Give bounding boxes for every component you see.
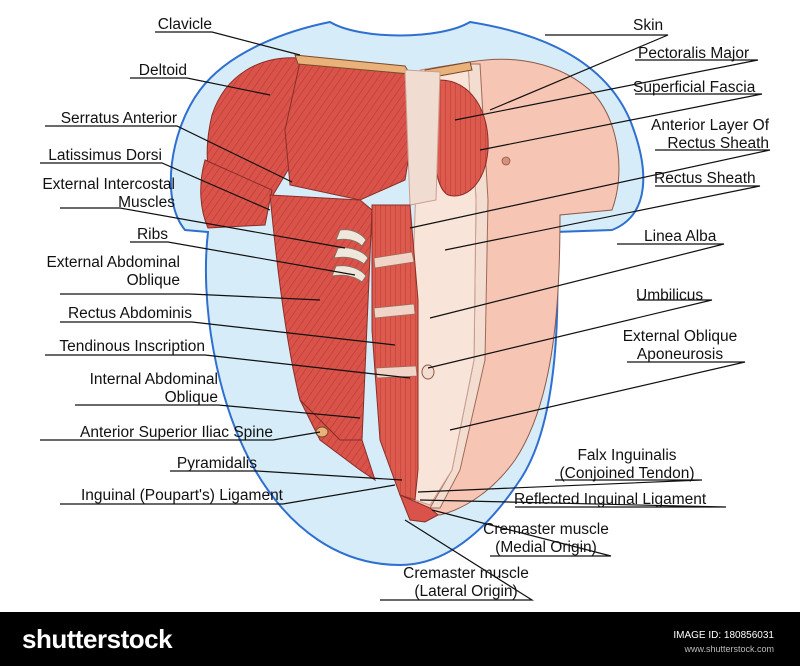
label-latissimus-dorsi: Latissimus Dorsi [48, 147, 162, 164]
rectus-abdominis-shape [371, 204, 419, 501]
label-external-intercostal: External Intercostal Muscles [42, 176, 175, 211]
image-site-text[interactable]: www.shutterstock.com [684, 644, 774, 654]
cremaster-shape [399, 494, 439, 523]
label-inguinal-ligament: Inguinal (Poupart's) Ligament [81, 487, 283, 504]
label-rectus-abdominis: Rectus Abdominis [67, 305, 192, 322]
label-anterior-layer-rectus-sheath: Anterior Layer Of Rectus Sheath [651, 117, 770, 152]
upper-arm-shape [200, 159, 273, 229]
brand-logo[interactable]: shutterstock [22, 624, 173, 654]
label-deltoid: Deltoid [138, 62, 187, 79]
label-internal-abdominal-oblique: Internal Abdominal Oblique [89, 371, 218, 406]
leader-lines [40, 31, 771, 601]
label-rectus-sheath: Rectus Sheath [654, 170, 756, 187]
tendinous-inscriptions [373, 251, 418, 379]
label-cremaster-lateral: Cremaster muscle (Lateral Origin) [403, 565, 529, 600]
sternum-shape [404, 69, 441, 206]
label-external-abdominal-oblique: External Abdominal Oblique [46, 254, 180, 289]
label-umbilicus: Umbilicus [636, 287, 704, 304]
anatomy-diagram: Clavicle Deltoid Serratus Anterior Latis… [40, 16, 771, 601]
label-anterior-superior-iliac-spine: Anterior Superior Iliac Spine [80, 424, 273, 441]
umbilicus-shape [421, 364, 435, 380]
label-linea-alba: Linea Alba [644, 228, 717, 245]
torso-illustration [40, 20, 771, 601]
label-pyramidalis: Pyramidalis [176, 455, 257, 472]
label-skin: Skin [633, 17, 664, 34]
label-tendinous-inscription: Tendinous Inscription [59, 338, 205, 355]
label-clavicle: Clavicle [157, 16, 212, 33]
label-ribs: Ribs [136, 226, 168, 243]
image-id-text: IMAGE ID: 180856031 [673, 630, 774, 641]
asis-shape [315, 426, 329, 438]
footer-bar: shutterstock IMAGE ID: 180856031 www.shu… [0, 612, 800, 666]
label-pectoralis-major: Pectoralis Major [638, 45, 750, 62]
label-superficial-fascia: Superficial Fascia [633, 79, 756, 96]
label-cremaster-medial: Cremaster muscle (Medial Origin) [483, 521, 609, 556]
label-serratus-anterior: Serratus Anterior [60, 110, 177, 127]
label-reflected-inguinal-ligament: Reflected Inguinal Ligament [514, 491, 707, 508]
internal-oblique-shape [299, 399, 376, 482]
label-external-oblique-aponeurosis: External Oblique Aponeurosis [622, 328, 738, 363]
pectoralis-left-shape [284, 61, 419, 201]
nipple-shape [501, 156, 511, 166]
label-falx-inguinalis: Falx Inguinalis (Conjoined Tendon) [559, 447, 695, 482]
